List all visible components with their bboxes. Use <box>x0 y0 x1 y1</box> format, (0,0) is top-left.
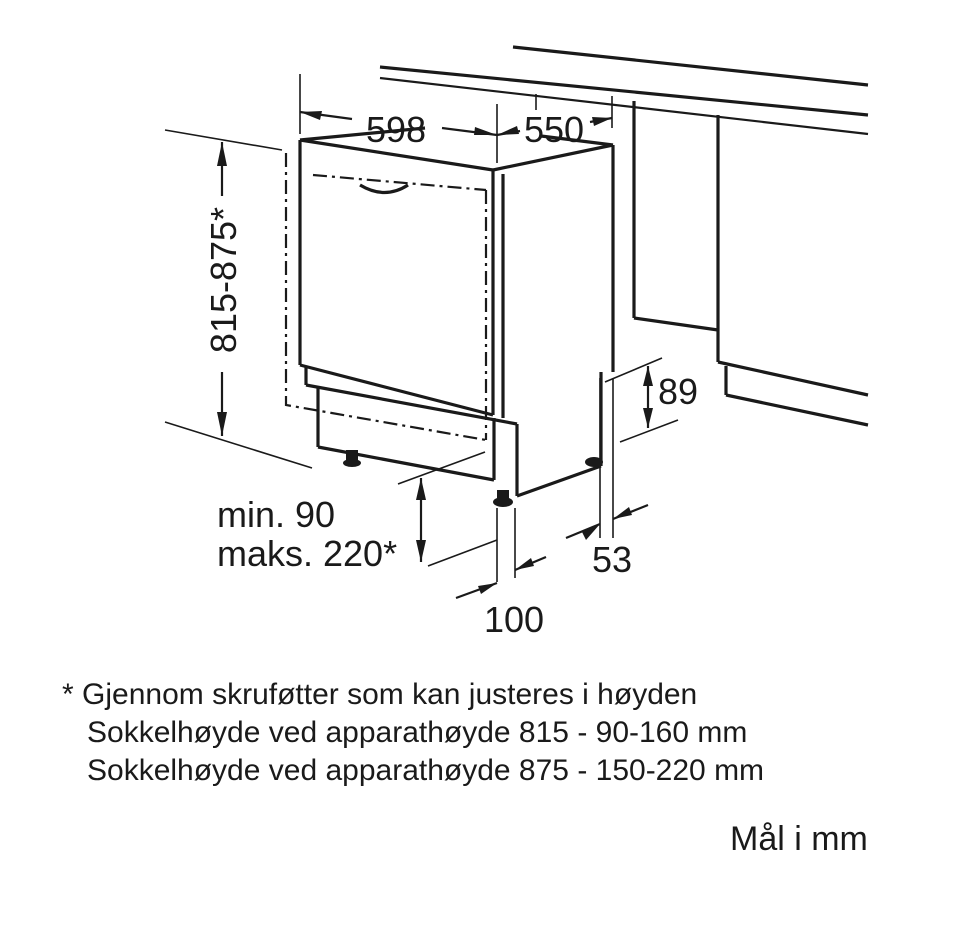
footnote-line: Sokkelhøyde ved apparathøyde 815 - 90-16… <box>87 716 748 749</box>
dimension-label-depth: 550 <box>524 109 584 150</box>
dimension-back-clearance: 89 <box>604 357 698 443</box>
dishwasher-installation-diagram: 598 550 815-875* min. 90 maks. 220* <box>164 45 869 640</box>
dimension-foot-depth: 100 <box>455 508 547 640</box>
adjustable-foot <box>493 490 513 507</box>
dimension-depth: 550 <box>496 94 613 150</box>
adjacent-cabinet <box>632 101 869 427</box>
dimension-label-plinth-min: min. 90 <box>217 494 335 535</box>
dimension-label-back-clearance: 89 <box>658 371 698 412</box>
units-note: Mål i mm <box>730 820 868 858</box>
dimension-label-plinth-max: maks. 220* <box>217 533 397 574</box>
dimension-height: 815-875* <box>164 129 313 469</box>
door-outline-dashed <box>284 153 488 442</box>
dimension-label-width: 598 <box>366 109 426 150</box>
footnote-line: * Gjennom skruføtter som kan justeres i … <box>62 678 698 711</box>
adjustable-foot <box>343 450 361 467</box>
footnote: * Gjennom skruføtter som kan justeres i … <box>62 676 764 790</box>
adjustable-foot <box>585 457 603 467</box>
dimension-label-setback: 53 <box>592 539 632 580</box>
kitchen-worktop <box>379 45 869 136</box>
dimension-label-height: 815-875* <box>203 207 244 353</box>
dimension-width: 598 <box>299 74 498 163</box>
dimension-label-foot-depth: 100 <box>484 599 544 640</box>
footnote-line: Sokkelhøyde ved apparathøyde 875 - 150-2… <box>87 754 765 787</box>
dishwasher-body <box>298 126 615 498</box>
dimension-plinth-height: min. 90 maks. 220* <box>217 451 498 574</box>
door-handle <box>359 183 409 195</box>
dimension-setback: 53 <box>565 378 649 580</box>
